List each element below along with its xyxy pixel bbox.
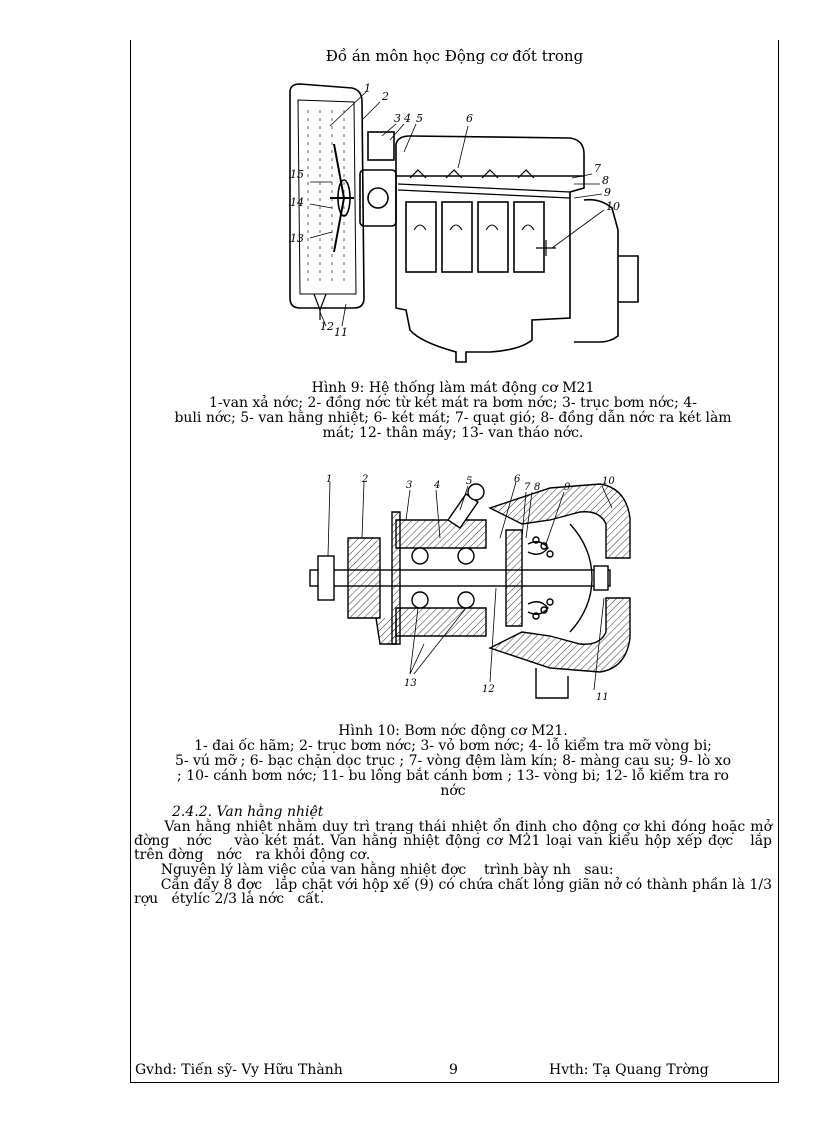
fig10-label-6: 6	[514, 474, 521, 485]
fig9-label-14: 14	[290, 196, 304, 209]
fig9-label-13: 13	[290, 232, 304, 245]
fig9-label-5: 5	[416, 112, 423, 125]
fig9-label-7: 7	[594, 162, 601, 175]
fig9-label-2: 2	[381, 90, 389, 103]
figure-10-legend-line-1: 1- đai ốc hãm; 2- trục bơm nớc; 3- vỏ bơ…	[194, 738, 712, 754]
fig10-label-10: 10	[602, 476, 615, 487]
fig9-label-11: 11	[334, 326, 348, 339]
fig10-label-2: 2	[361, 474, 368, 485]
fig10-label-4: 4	[433, 480, 440, 491]
fig10-label-13: 13	[404, 678, 417, 689]
fig10-label-11: 11	[596, 692, 609, 703]
footer-advisor: Gvhd: Tiến sỹ- Vy Hữu Thành	[135, 1062, 343, 1078]
fig10-label-8: 8	[534, 482, 540, 493]
figure-9-legend-line-1: 1-van xả nớc; 2- đồng nớc từ két mát ra …	[209, 395, 697, 411]
page-header: Đồ án môn học Động cơ đốt trong	[325, 47, 584, 65]
fig10-label-5: 5	[466, 476, 472, 487]
fig9-label-10: 10	[606, 200, 620, 213]
figure-10-caption: Hình 10: Bơm nớc động cơ M21.	[338, 723, 568, 739]
section-paragraph-1: Van hằng nhiệt nhằm duy trì trạng thái n…	[134, 819, 777, 863]
section-paragraph-3: Cần đẩy 8 đợc lắp chặt với hộp xế (9) có…	[134, 877, 777, 907]
page-frame	[130, 40, 779, 1083]
section-heading: 2.4.2. Van hằng nhiệt	[172, 804, 324, 820]
fig9-label-15: 15	[290, 168, 304, 181]
fig10-label-1: 1	[326, 474, 332, 485]
figure-9-legend-line-3: mát; 12- thân máy; 13- van tháo nớc.	[322, 425, 584, 441]
figure-9-cooling-system-drawing: 1 2 3 4 5 6 7 8 9 10 11 12 13 14 15	[289, 82, 639, 363]
fig9-label-3: 3	[394, 112, 401, 125]
figure-10-legend-line-4: nớc	[440, 783, 466, 799]
fig9-label-4: 4	[403, 112, 411, 125]
fig9-label-9: 9	[604, 186, 611, 199]
fig9-label-8: 8	[602, 174, 609, 187]
fig9-label-6: 6	[466, 112, 473, 125]
figure-10-legend-line-3: ; 10- cánh bơm nớc; 11- bu lông bắt cánh…	[177, 768, 729, 784]
footer-student: Hvth: Tạ Quang Trờng	[549, 1062, 709, 1078]
footer-page-number: 9	[449, 1062, 458, 1078]
fig9-label-12: 12	[320, 320, 334, 333]
fig9-label-1: 1	[364, 82, 371, 95]
figure-10-water-pump-drawing: 1 2 3 4 5 6 7 8 9 10 11 12 13	[309, 474, 631, 703]
fig10-label-7: 7	[524, 482, 531, 493]
figure-10-legend-line-2: 5- vú mỡ ; 6- bạc chặn dọc trục ; 7- vòn…	[174, 753, 732, 769]
fig10-label-9: 9	[564, 482, 571, 493]
figure-9-caption: Hình 9: Hệ thống làm mát động cơ M21	[311, 380, 595, 396]
fig10-label-3: 3	[406, 480, 412, 491]
figure-9-legend-line-2: buli nớc; 5- van hằng nhiệt; 6- két mát;…	[174, 410, 732, 426]
section-paragraph-2: Nguyên lý làm việc của van hằng nhiệt đợ…	[134, 862, 614, 878]
fig10-label-12: 12	[482, 684, 495, 695]
